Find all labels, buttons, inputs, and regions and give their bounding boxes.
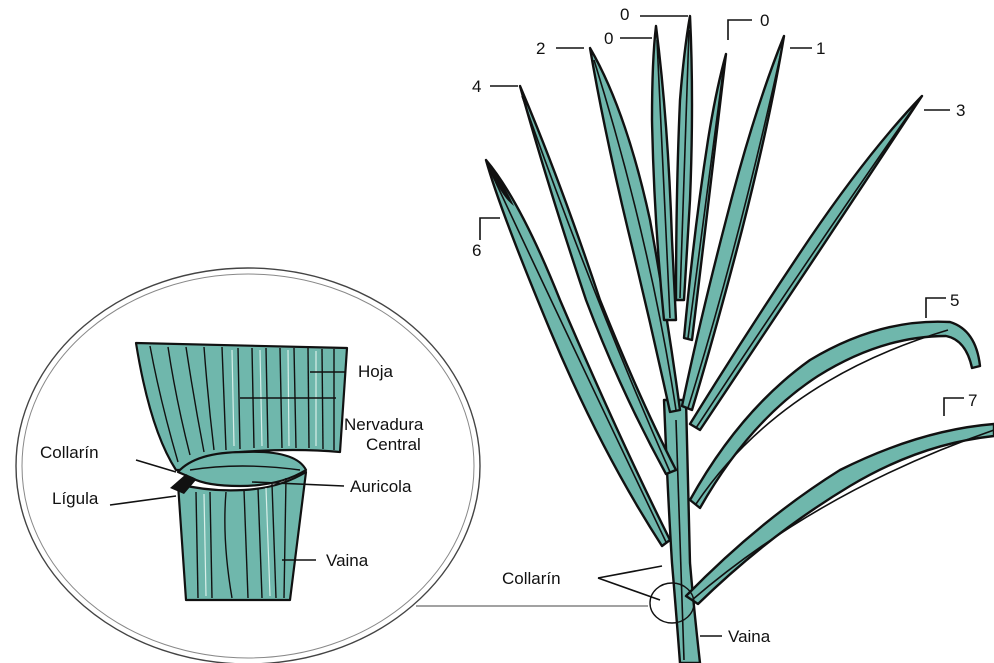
leaf-number-1: 1 bbox=[816, 39, 825, 58]
inset-label-nervadura-2: Central bbox=[366, 435, 421, 454]
leaf-number-7: 7 bbox=[968, 391, 977, 410]
inset-label-nervadura-1: Nervadura bbox=[344, 415, 424, 434]
leaf-number-4: 4 bbox=[472, 77, 481, 96]
stem-label-collarin: Collarín bbox=[502, 569, 561, 588]
stem-label-leaders bbox=[598, 566, 722, 636]
leaf-number-0-left: 0 bbox=[604, 29, 613, 48]
stem-label-vaina: Vaina bbox=[728, 627, 771, 646]
inset-label-auricola: Auricola bbox=[350, 477, 412, 496]
leaf-number-3: 3 bbox=[956, 101, 965, 120]
inset-label-collarin: Collarín bbox=[40, 443, 99, 462]
leaf-number-6: 6 bbox=[472, 241, 481, 260]
leaf-number-2: 2 bbox=[536, 39, 545, 58]
leaf-number-0-top: 0 bbox=[620, 5, 629, 24]
inset-label-hoja: Hoja bbox=[358, 362, 394, 381]
leaf-0-center bbox=[676, 16, 692, 300]
inset-label-vaina: Vaina bbox=[326, 551, 369, 570]
sugarcane-plant: 0 0 0 1 2 3 4 5 6 7 Collarín Vaina bbox=[472, 5, 994, 663]
inset-label-ligula: Lígula bbox=[52, 489, 99, 508]
leaf-number-5: 5 bbox=[950, 291, 959, 310]
leaf-number-0-right: 0 bbox=[760, 11, 769, 30]
